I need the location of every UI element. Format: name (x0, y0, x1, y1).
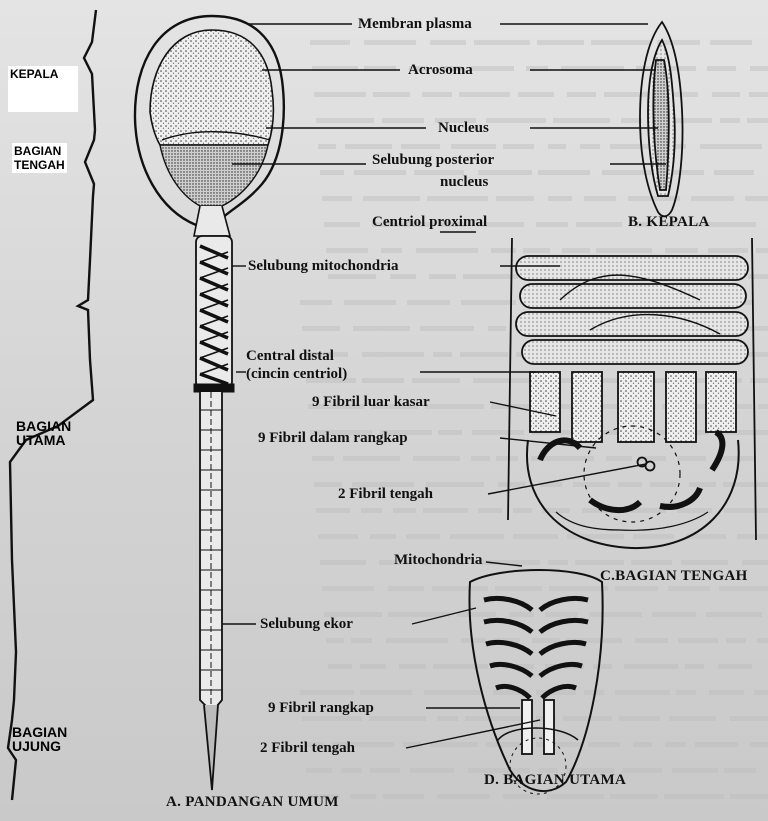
label-cincin-centriol: (cincin centriol) (246, 366, 347, 382)
label-fibril-rangkap: 9 Fibril rangkap (268, 700, 374, 716)
mito-ring-segments (540, 432, 722, 510)
side-brackets (8, 10, 96, 800)
label-centriol-proximal: Centriol proximal (372, 214, 487, 230)
label-mitochondria: Mitochondria (394, 552, 482, 568)
cut-edge (498, 728, 578, 740)
bracket-bagian-utama (10, 196, 93, 700)
fibril-column-3 (618, 372, 654, 442)
label-membran-plasma: Membran plasma (358, 16, 472, 32)
figure-c-midpiece (508, 238, 756, 548)
fibril-column-5 (706, 372, 736, 432)
caption-b: B. KEPALA (628, 214, 710, 231)
mito-band-2 (520, 284, 746, 308)
mito-sheath-left (508, 238, 512, 520)
label-fibril-dalam-rangkap: 9 Fibril dalam rangkap (258, 430, 408, 446)
figure-a-general-view (135, 16, 284, 790)
label-selubung-posterior: Selubung posterior (372, 152, 494, 168)
caption-a: A. PANDANGAN UMUM (166, 794, 339, 811)
rib-ridges-left (484, 598, 532, 698)
label-nucleus: Nucleus (438, 120, 489, 136)
label-selubung-ekor: Selubung ekor (260, 616, 353, 632)
fibril-column-1 (530, 372, 560, 432)
caption-c: C.BAGIAN TENGAH (600, 568, 748, 585)
annulus-ring (194, 384, 234, 392)
fibril-column-2 (572, 372, 602, 442)
side-label-bagian-tengah: BAGIAN TENGAH (12, 143, 67, 173)
cross-section-outline (527, 440, 739, 548)
rib-ridges-right (540, 598, 588, 698)
leader-selubung-ekor-b (412, 608, 476, 624)
label-fibril-luar-kasar: 9 Fibril luar kasar (312, 394, 430, 410)
mito-sheath-right (752, 238, 756, 540)
label-fibril-tengah-2: 2 Fibril tengah (260, 740, 355, 756)
acrosome-cap (150, 30, 273, 145)
label-selubung-mitochondria: Selubung mitochondria (248, 258, 398, 274)
neck (194, 206, 230, 236)
central-fibril-left (522, 700, 532, 754)
leader-fibril-tengah (488, 464, 646, 494)
figure-b-head (640, 22, 683, 216)
bracket-bagian-tengah (85, 130, 95, 196)
cross-section-folds (556, 512, 708, 530)
label-central-distal: Central distal (246, 348, 334, 364)
bracket-kepala (84, 10, 96, 130)
end-piece (204, 705, 218, 790)
side-label-kepala: KEPALA (8, 66, 78, 112)
mito-band-4 (522, 340, 748, 364)
fibril-column-4 (666, 372, 696, 442)
posterior-nucleus-region (160, 145, 268, 206)
caption-d: D. BAGIAN UTAMA (484, 772, 626, 789)
side-label-bagian-utama: BAGIAN UTAMA (14, 418, 73, 448)
side-label-bagian-ujung: BAGIAN UJUNG (10, 724, 69, 754)
leader-mitochondria (486, 562, 522, 566)
label-acrosoma: Acrosoma (408, 62, 473, 78)
label-fibril-tengah: 2 Fibril tengah (338, 486, 433, 502)
tail-outline (469, 570, 602, 791)
leader-fibril-tengah-2 (406, 720, 540, 748)
central-fibril-right (544, 700, 554, 754)
central-pair-2 (646, 462, 655, 471)
figure-d-principal-piece (469, 570, 602, 794)
label-selubung-posterior-nucleus: nucleus (440, 174, 488, 190)
